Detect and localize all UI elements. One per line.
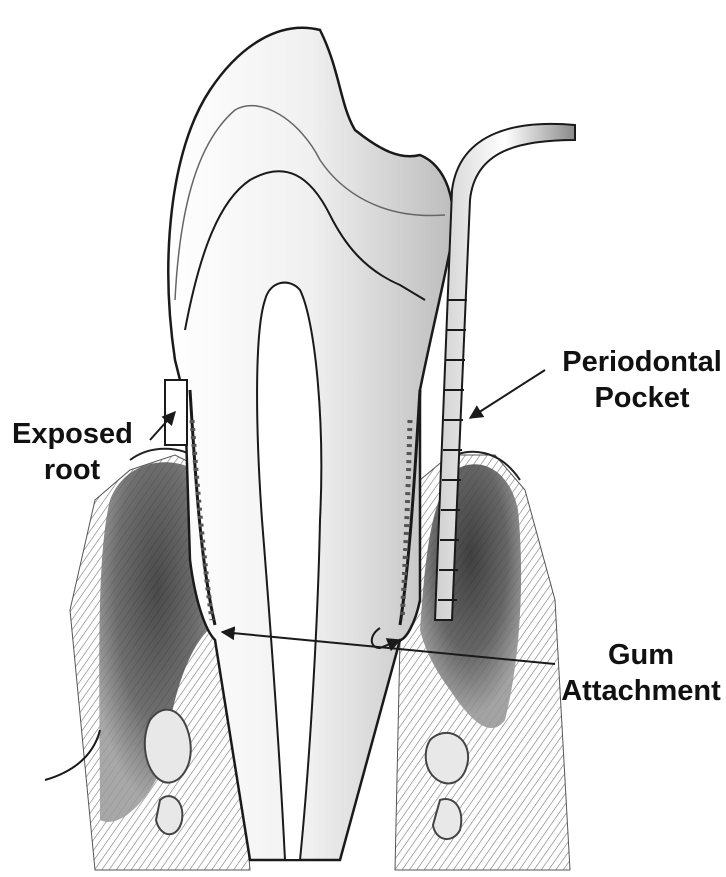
exposed-root-marker <box>165 380 187 445</box>
gum-attachment-label-line1: Gum <box>560 637 722 673</box>
periodontal-pocket-label: Periodontal Pocket <box>562 344 722 416</box>
periodontal-pocket-arrow <box>470 370 545 418</box>
gum-attachment-label-line2: Attachment <box>560 673 722 709</box>
exposed-root-label: Exposed root <box>12 416 132 488</box>
exposed-root-label-line1: Exposed <box>12 416 132 452</box>
gum-attachment-label: Gum Attachment <box>560 637 722 709</box>
periodontal-pocket-label-line1: Periodontal <box>562 344 722 380</box>
periodontal-pocket-label-line2: Pocket <box>562 380 722 416</box>
exposed-root-label-line2: root <box>12 452 132 488</box>
